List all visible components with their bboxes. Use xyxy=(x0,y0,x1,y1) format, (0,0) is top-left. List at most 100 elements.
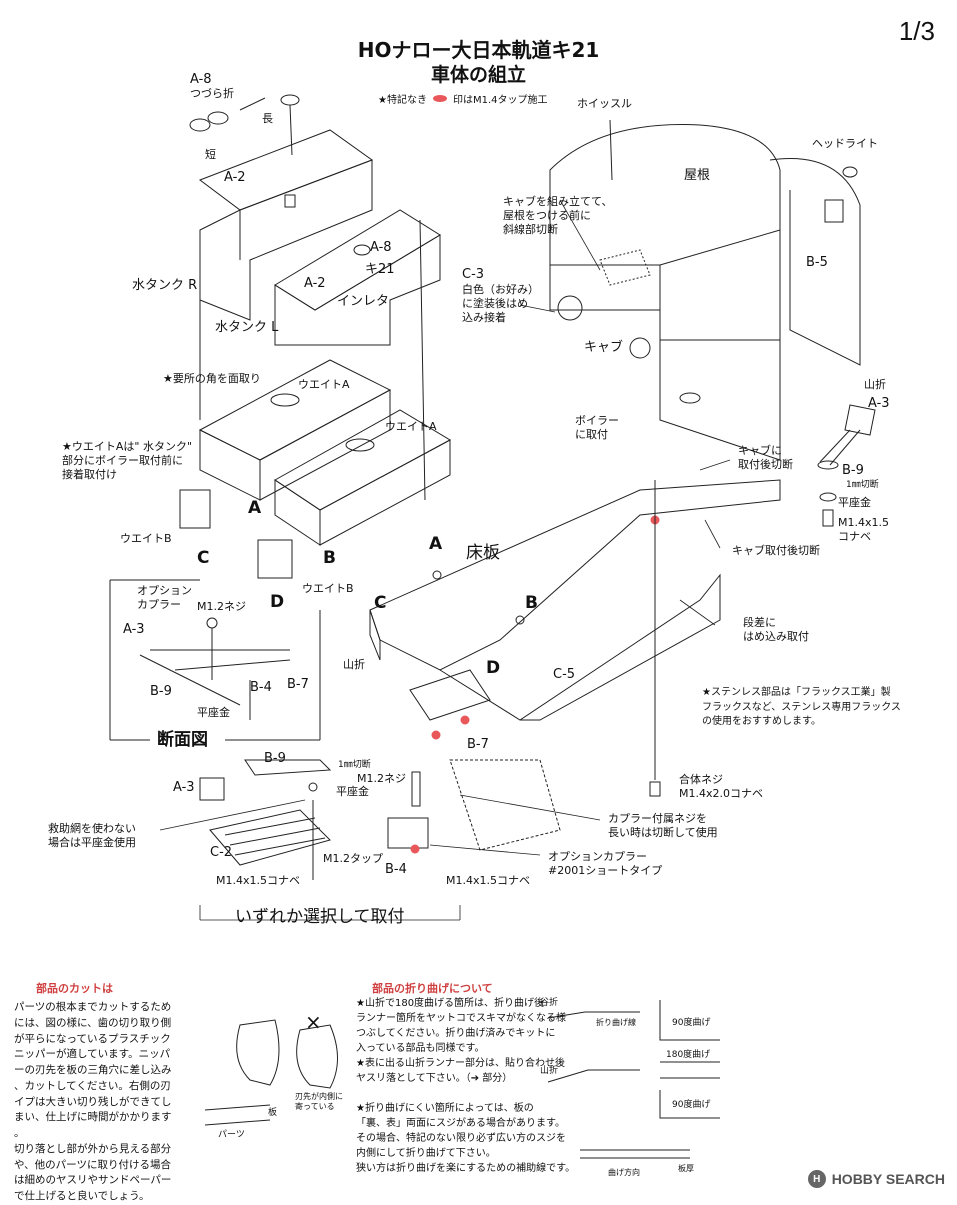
label-letter-d: D xyxy=(270,592,285,612)
label-m12-tap: M1.2タップ xyxy=(323,852,383,865)
label-b5: B-5 xyxy=(806,255,828,270)
cut-section-line: ーの刃先を板の三角穴に差し込み xyxy=(14,1064,172,1076)
cut-section-line: 、カットしてください。右側の刃 xyxy=(14,1079,171,1092)
label-headlight: ヘッドライト xyxy=(812,137,878,150)
label-yamaori-fig: 山折 xyxy=(540,1066,559,1076)
cut-section-line: ニッパーが適しています。ニッパ xyxy=(14,1048,171,1061)
watermark: H HOBBY SEARCH xyxy=(807,1170,945,1188)
label-yamaori-1: 山折 xyxy=(864,378,886,391)
stainless-note-line: ★ステンレス部品は「フラックス工業」製 xyxy=(702,687,891,698)
label-tanori: 谷折 xyxy=(540,998,559,1008)
cut-section-line: で仕上げると良いでしょう。 xyxy=(14,1190,150,1202)
label-a2-mid: A-2 xyxy=(304,276,326,291)
water-tank-l-part xyxy=(274,209,441,501)
label-water-tank-l: 水タンク L xyxy=(215,320,279,335)
label-b4-section: B-4 xyxy=(250,680,272,695)
label-b7-section: B-7 xyxy=(287,677,309,692)
bend-section-line: ヤスリ落として下さい。（➔ 部分） xyxy=(356,1073,513,1084)
label-deg180: 180度曲げ xyxy=(666,1050,711,1060)
label-ki21: キ21 xyxy=(365,262,395,277)
label-a3-right: A-3 xyxy=(868,396,890,411)
bend-section-title: 部品の折り曲げについて xyxy=(372,982,493,995)
label-boiler: ボイラー に取付 xyxy=(575,414,619,441)
legend: ★特記なき 印はM1.4タップ施工 xyxy=(378,91,548,106)
label-coupler-screw: カプラー付属ネジを 長い時は切断して使用 xyxy=(608,812,718,839)
bend-section-body: ★山折で180度曲げる箇所は、折り曲げ後 ランナー箇所をヤットコでスキマがなくな… xyxy=(356,996,575,1176)
label-floor: 床板 xyxy=(466,543,500,563)
label-section-view: 断面図 xyxy=(157,730,208,750)
bend-section-line: ★表に出る山折ランナー部分は、貼り合わせ後 xyxy=(356,1058,565,1069)
bending-figure xyxy=(547,1000,720,1159)
label-floor-c: C xyxy=(374,593,387,613)
label-screw-lower-2: M1.4x1.5コナベ xyxy=(446,874,530,887)
label-b9-right: B-9 xyxy=(842,463,864,478)
label-a2-top: A-2 xyxy=(224,170,246,185)
water-tank-r-part xyxy=(198,129,374,321)
label-m12-screw-1: M1.2ネジ xyxy=(197,600,246,613)
floor-plate-part xyxy=(369,479,781,780)
cut-section-line: や、他のパーツに取り付ける場合 xyxy=(14,1158,171,1171)
label-naga: 長 xyxy=(262,112,273,125)
cut-section-line: 切り落とし部が外から見える部分 xyxy=(14,1142,172,1155)
bend-section-line xyxy=(356,1086,575,1101)
label-c3: C-3 xyxy=(462,267,485,282)
label-a8-top-sub: つづら折 xyxy=(190,87,234,100)
bend-section-line: 狭い方は折り曲げを楽にするための補助線です。 xyxy=(356,1163,576,1174)
label-yamaori-2: 山折 xyxy=(343,658,365,671)
weight-a-lower-part xyxy=(274,409,452,546)
a3-b9-right-part xyxy=(817,404,876,527)
label-letter-c: C xyxy=(197,548,210,568)
label-cab-cut-2: キャブ取付後切断 xyxy=(732,544,820,557)
label-magehoukou: 曲げ方向 xyxy=(608,1168,640,1177)
label-m12-screw-2: M1.2ネジ xyxy=(357,772,406,785)
cut-section-line: イプは大きい切り残しができてし xyxy=(14,1095,172,1108)
document-subtitle: 車体の組立 xyxy=(430,64,526,86)
a8-parts-icon xyxy=(189,94,300,156)
bend-section-line: つぶしてください。折り曲げ済みでキットに xyxy=(356,1028,556,1039)
document-title: HOナロー大日本軌道キ21 xyxy=(357,38,600,62)
cut-section-title: 部品のカットは xyxy=(36,982,113,995)
cab-part xyxy=(549,119,781,461)
label-whistle: ホイッスル xyxy=(577,97,632,110)
label-cut-1mm-lower: 1㎜切断 xyxy=(338,760,371,770)
label-weight-a1: ウエイトA xyxy=(298,378,350,391)
label-b9-lower: B-9 xyxy=(264,751,286,766)
label-letter-b: B xyxy=(323,548,336,568)
label-a8-top: A-8 xyxy=(190,72,212,87)
label-floor-a: A xyxy=(429,534,443,554)
nipper-figure xyxy=(204,1019,338,1126)
label-hirazagane-lower: 平座金 xyxy=(336,785,369,798)
watermark-logo-icon: H xyxy=(807,1170,826,1188)
label-weight-b1: ウエイトB xyxy=(120,532,172,545)
bend-section-line: その場合、特記のない限り必ず広い方のスジを xyxy=(356,1133,566,1144)
bend-section-line: ランナー箇所をヤットコでスキマがなくなる様 xyxy=(356,1013,566,1024)
stainless-note: ★ステンレス部品は「フラックス工業」製 フラックスなど、ステンレス専用フラックス… xyxy=(702,686,901,730)
label-cut-1mm-right: 1㎜切断 xyxy=(846,480,879,490)
bend-section-line: ★山折で180度曲げる箇所は、折り曲げ後 xyxy=(356,998,545,1009)
cut-section-line: 。 xyxy=(14,1127,25,1139)
label-weight-a-note: ★ウエイトAは" 水タンク" 部分にボイラー取付前に 接着取付け xyxy=(62,440,193,481)
weight-a-upper-part xyxy=(198,230,392,501)
leader-lines xyxy=(159,199,731,921)
label-c3-note: 白色（お好み） に塗装後はめ 込み接着 xyxy=(462,283,539,324)
watermark-text: HOBBY SEARCH xyxy=(831,1171,945,1187)
cut-section-line: は細めのヤスリやサンドペーパー xyxy=(14,1174,172,1187)
label-water-tank-r: 水タンク R xyxy=(132,278,198,293)
label-option-coupler-2: オプションカプラー #2001ショートタイプ xyxy=(548,850,663,877)
cut-section-body: パーツの根本までカットするため には、図の様に、歯の切り取り側 が平らになってい… xyxy=(14,1000,172,1205)
label-option-coupler: オプション カプラー xyxy=(137,584,192,611)
label-b4-lower: B-4 xyxy=(385,862,407,877)
label-floor-d: D xyxy=(486,658,501,678)
label-itaatsu: 板厚 xyxy=(678,1164,694,1173)
tap-marker-icon xyxy=(432,95,447,102)
label-weight-a2: ウエイトA xyxy=(385,420,437,433)
label-hirazagane-section: 平座金 xyxy=(197,706,230,719)
label-fig-board: 板 xyxy=(268,1108,278,1118)
label-cab: キャブ xyxy=(584,340,624,355)
section-view-frame xyxy=(109,579,321,741)
label-step: 段差に はめ込み取付 xyxy=(743,616,809,643)
label-inreta: インレタ xyxy=(337,294,390,309)
label-cab-cut-1: キャブに 取付後切断 xyxy=(738,444,793,471)
bend-section-line: 内側にして折り曲げて下さい。 xyxy=(356,1148,496,1159)
